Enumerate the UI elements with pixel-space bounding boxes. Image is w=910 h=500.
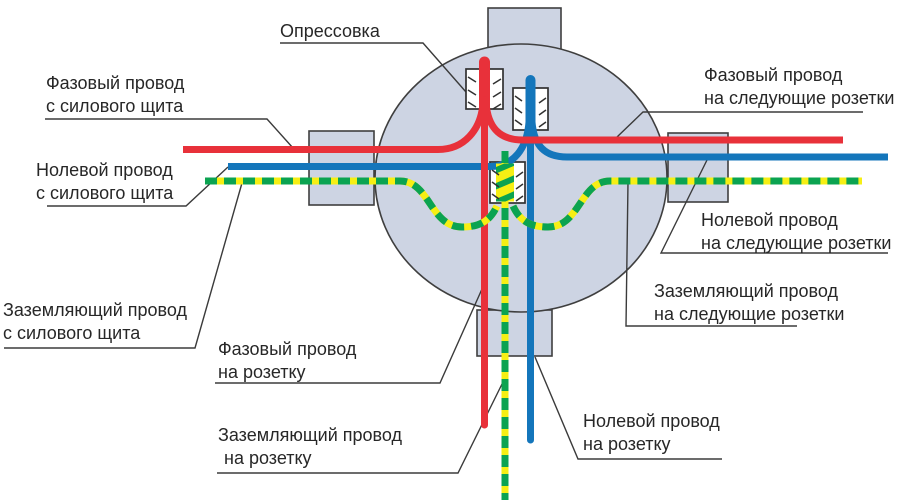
label-line: на следующие розетки [701,233,892,253]
label-line: Опрессовка [280,21,380,41]
label-line: Нолевой провод [36,160,173,180]
label-line: с силового щита [3,323,141,343]
label-ground-to-next: Заземляющий провод на следующие розетки [654,280,844,326]
label-ground-to-socket: Заземляющий провод на розетку [218,424,402,470]
leader-phase-to-next [616,111,863,138]
label-line: Нолевой провод [583,411,720,431]
label-neutral-to-next: Нолевой провод на следующие розетки [701,209,891,255]
junction-box-stub-bottom [476,309,553,357]
label-line: на следующие розетки [654,304,845,324]
label-line: Заземляющий провод [218,425,403,445]
label-line: на розетку [224,448,312,468]
label-line: Фазовый провод [46,73,185,93]
leader-phase-to-socket [215,288,483,384]
label-phase-to-next: Фазовый провод на следующие розетки [704,64,894,110]
ground-wire [205,151,862,500]
label-line: Фазовый провод [704,65,843,85]
label-crimp: Опрессовка [280,20,380,43]
label-line: с силового щита [36,183,174,203]
leader-lines [4,42,888,474]
crimp-serrations [467,76,547,202]
label-line: Заземляющий провод [3,300,188,320]
leader-ground-to-next [625,181,797,327]
label-neutral-from-panel: Нолевой провод с силового щита [36,159,173,205]
label-neutral-to-socket: Нолевой провод на розетку [583,410,720,456]
label-line: на розетку [583,434,671,454]
label-line: Фазовый провод [218,339,357,359]
label-line: Заземляющий провод [654,281,839,301]
leader-crimp [280,42,467,93]
label-line: на следующие розетки [704,88,895,108]
label-line: на розетку [218,362,306,382]
label-line: Нолевой провод [701,210,838,230]
leader-ground-from-panel [4,182,243,349]
junction-box-stub-right [667,132,729,203]
leader-neutral-to-socket [534,356,722,460]
leader-phase-from-panel [45,118,294,149]
leader-neutral-to-next [659,157,888,254]
label-line: с силового щита [46,96,184,116]
neutral-wire [228,75,888,444]
label-phase-to-socket: Фазовый провод на розетку [218,338,356,384]
label-phase-from-panel: Фазовый провод с силового щита [46,72,184,118]
phase-wire [183,56,843,429]
label-ground-from-panel: Заземляющий провод с силового щита [3,299,187,345]
